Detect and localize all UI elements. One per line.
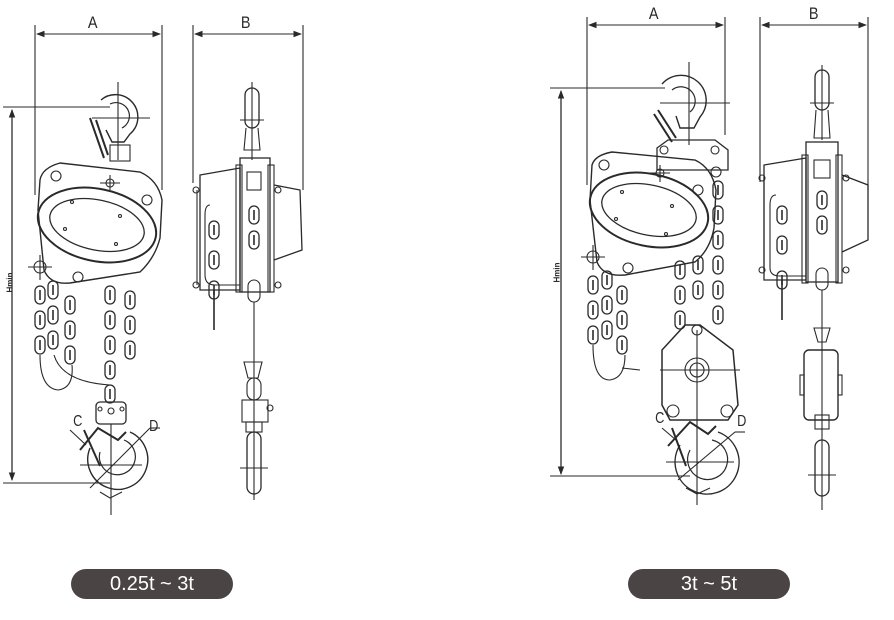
capacity-badge-small: 0.25t ~ 3t xyxy=(71,569,233,599)
dimension-label-a-large: A xyxy=(648,4,659,23)
capacity-badge-large: 3t ~ 5t xyxy=(628,569,790,599)
hand-chain-left xyxy=(34,280,76,391)
hand-chain-left xyxy=(587,270,641,381)
large-hoist-front-view xyxy=(550,17,745,505)
dimension-label-a-small: A xyxy=(87,13,98,32)
load-chain xyxy=(53,285,136,404)
small-hoist-side-view xyxy=(192,25,304,500)
dimension-label-c-small: C xyxy=(73,413,83,430)
dimension-label-c-large: C xyxy=(655,410,665,427)
dimension-label-hmin-large: Hmin xyxy=(552,262,562,283)
dimension-label-d-small: D xyxy=(149,418,159,435)
dimension-label-b-small: B xyxy=(240,13,251,32)
dimension-label-hmin-small: Hmin xyxy=(5,272,15,293)
dimension-label-b-large: B xyxy=(808,4,819,23)
large-hoist-side-view xyxy=(758,17,869,510)
dimension-label-d-large: D xyxy=(737,413,747,430)
small-hoist-front-view xyxy=(3,25,163,515)
